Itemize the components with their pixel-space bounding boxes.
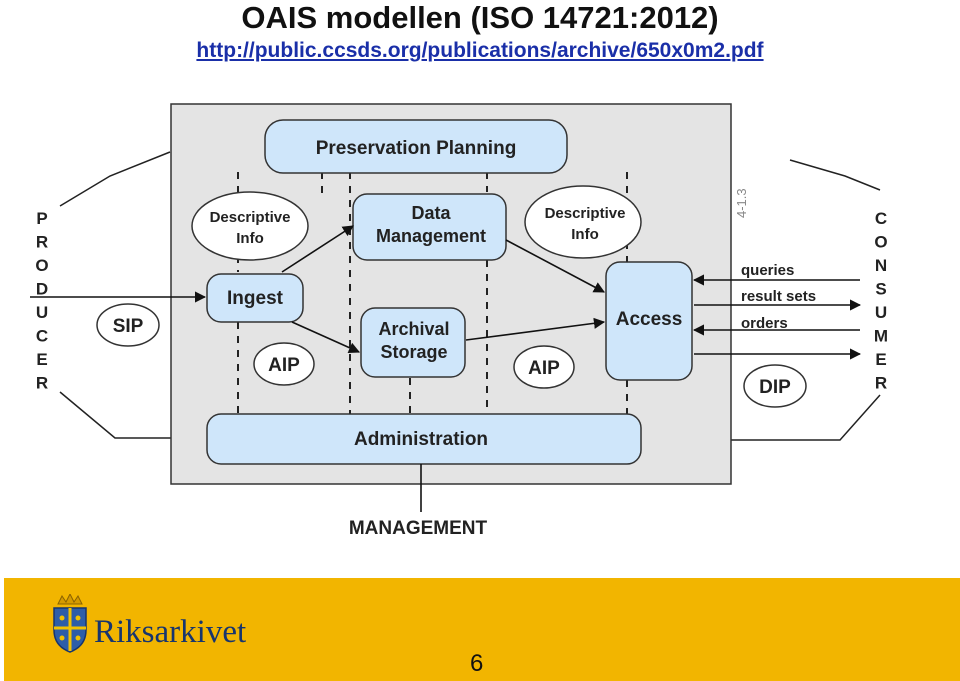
producer-letter: C [36, 327, 48, 346]
producer-letter: O [35, 256, 48, 275]
management-label: MANAGEMENT [349, 518, 488, 539]
sip-label: SIP [113, 316, 144, 337]
consumer-letter: S [875, 280, 886, 299]
aip-right-ellipse [513, 345, 575, 389]
consumer-letter: O [874, 233, 887, 252]
administration-box [206, 413, 642, 465]
crest-icon [53, 594, 87, 653]
producer-letter: D [36, 280, 48, 299]
flow-arrows [30, 225, 862, 360]
org-name: Riksarkivet [94, 614, 247, 650]
consumer-letter: N [875, 256, 887, 275]
dip-ellipse [743, 364, 807, 408]
producer-letter: P [36, 209, 47, 228]
producer-letter: E [36, 350, 47, 369]
access-box [605, 261, 693, 381]
queries-label: queries [741, 262, 794, 279]
page-title: OAIS modellen (ISO 14721:2012) [241, 0, 719, 35]
data-management-line2: Management [376, 226, 486, 246]
access-label: Access [616, 309, 683, 330]
descriptive-info-right-line1: Descriptive [545, 205, 626, 222]
descriptive-info-left-ellipse [191, 191, 309, 261]
data-management-line1: Data [411, 203, 451, 223]
ingest-label: Ingest [227, 288, 284, 309]
producer-letter: U [36, 303, 48, 322]
aip-left-label: AIP [268, 355, 300, 376]
descriptive-info-right-line2: Info [571, 226, 599, 243]
aip-left-ellipse [253, 342, 315, 386]
ingest-box [206, 273, 304, 323]
sip-ellipse [96, 303, 160, 347]
dip-label: DIP [759, 377, 791, 398]
preservation-planning-box [264, 119, 568, 174]
producer-letter: R [36, 374, 48, 393]
aip-right-label: AIP [528, 358, 560, 379]
page-number: 6 [470, 650, 484, 677]
consumer-letter: U [875, 303, 887, 322]
archival-storage-box [360, 307, 466, 378]
consumer-letter: E [875, 350, 886, 369]
consumer-letter: R [875, 374, 887, 393]
result-sets-label: result sets [741, 288, 816, 305]
consumer-letter: C [875, 209, 887, 228]
producer-letter: R [36, 233, 48, 252]
orders-label: orders [741, 315, 788, 332]
consumer-letter: M [874, 327, 888, 346]
descriptive-info-left-line1: Descriptive [210, 209, 291, 226]
preservation-planning-label: Preservation Planning [316, 138, 517, 159]
archival-storage-line2: Storage [380, 342, 447, 362]
footer-bar: Riksarkivet 6 [4, 578, 960, 681]
archival-storage-line1: Archival [378, 319, 449, 339]
administration-label: Administration [354, 429, 488, 450]
figure-reference: 4-1.3 [734, 188, 749, 218]
descriptive-info-left-line2: Info [236, 230, 264, 247]
descriptive-info-right-ellipse [524, 185, 642, 259]
source-link[interactable]: http://public.ccsds.org/publications/arc… [196, 39, 764, 62]
oais-diagram: Preservation Planning Descriptive Info D… [30, 103, 888, 539]
